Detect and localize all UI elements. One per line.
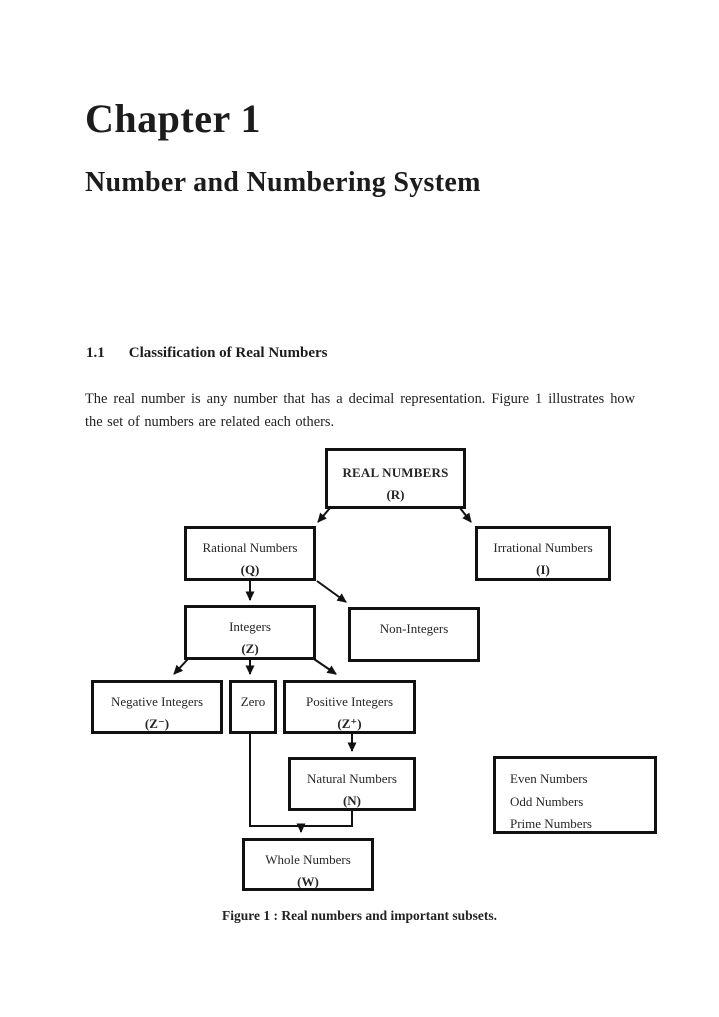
node-negative-integers: Negative Integers (Z⁻) (91, 680, 223, 734)
node-non-integers: Non-Integers (348, 607, 480, 662)
node-whole-numbers: Whole Numbers (W) (242, 838, 374, 891)
node-non-integers-label: Non-Integers (379, 621, 449, 636)
node-whole-numbers-symbol: (W) (297, 874, 319, 889)
node-rational-numbers-symbol: (Q) (240, 562, 260, 577)
node-natural-numbers: Natural Numbers (N) (288, 757, 416, 811)
special-line-odd: Odd Numbers (510, 793, 584, 809)
chapter-title: Chapter 1 (85, 96, 261, 141)
section-heading: 1.1 Classification of Real Numbers (86, 344, 328, 362)
node-natural-numbers-symbol: (N) (342, 793, 362, 808)
section-number: 1.1 (86, 345, 105, 361)
node-special-numbers: Even Numbers Odd Numbers Prime Numbers (493, 756, 657, 834)
node-positive-integers-symbol: (Z⁺) (337, 716, 362, 731)
node-irrational-numbers: Irrational Numbers (I) (475, 526, 611, 581)
special-line-prime: Prime Numbers (510, 816, 592, 831)
node-real-numbers-symbol: (R) (386, 487, 405, 502)
node-negative-integers-label: Negative Integers (110, 694, 204, 709)
section-title: Classification of Real Numbers (128, 345, 328, 361)
node-rational-numbers-label: Rational Numbers (202, 540, 298, 555)
node-zero-label: Zero (240, 694, 266, 709)
body-paragraph: The real number is any number that has a… (85, 391, 635, 430)
node-real-numbers-label: REAL NUMBERS (342, 465, 449, 480)
special-line-even: Even Numbers (510, 771, 588, 786)
node-natural-numbers-label: Natural Numbers (307, 771, 397, 786)
node-whole-numbers-label: Whole Numbers (265, 852, 351, 867)
node-negative-integers-symbol: (Z⁻) (144, 716, 170, 731)
node-integers-label: Integers (229, 619, 271, 634)
node-integers-symbol: (Z) (241, 641, 259, 656)
figure-caption: Figure 1 : Real numbers and important su… (221, 908, 498, 923)
node-irrational-numbers-symbol: (I) (536, 562, 550, 577)
node-positive-integers-label: Positive Integers (305, 694, 393, 709)
node-real-numbers: REAL NUMBERS (R) (325, 448, 466, 509)
node-positive-integers: Positive Integers (Z⁺) (283, 680, 416, 734)
node-integers: Integers (Z) (184, 605, 316, 660)
node-rational-numbers: Rational Numbers (Q) (184, 526, 316, 581)
chapter-subtitle: Number and Numbering System (85, 167, 481, 198)
node-irrational-numbers-label: Irrational Numbers (493, 540, 593, 555)
node-zero: Zero (229, 680, 277, 734)
